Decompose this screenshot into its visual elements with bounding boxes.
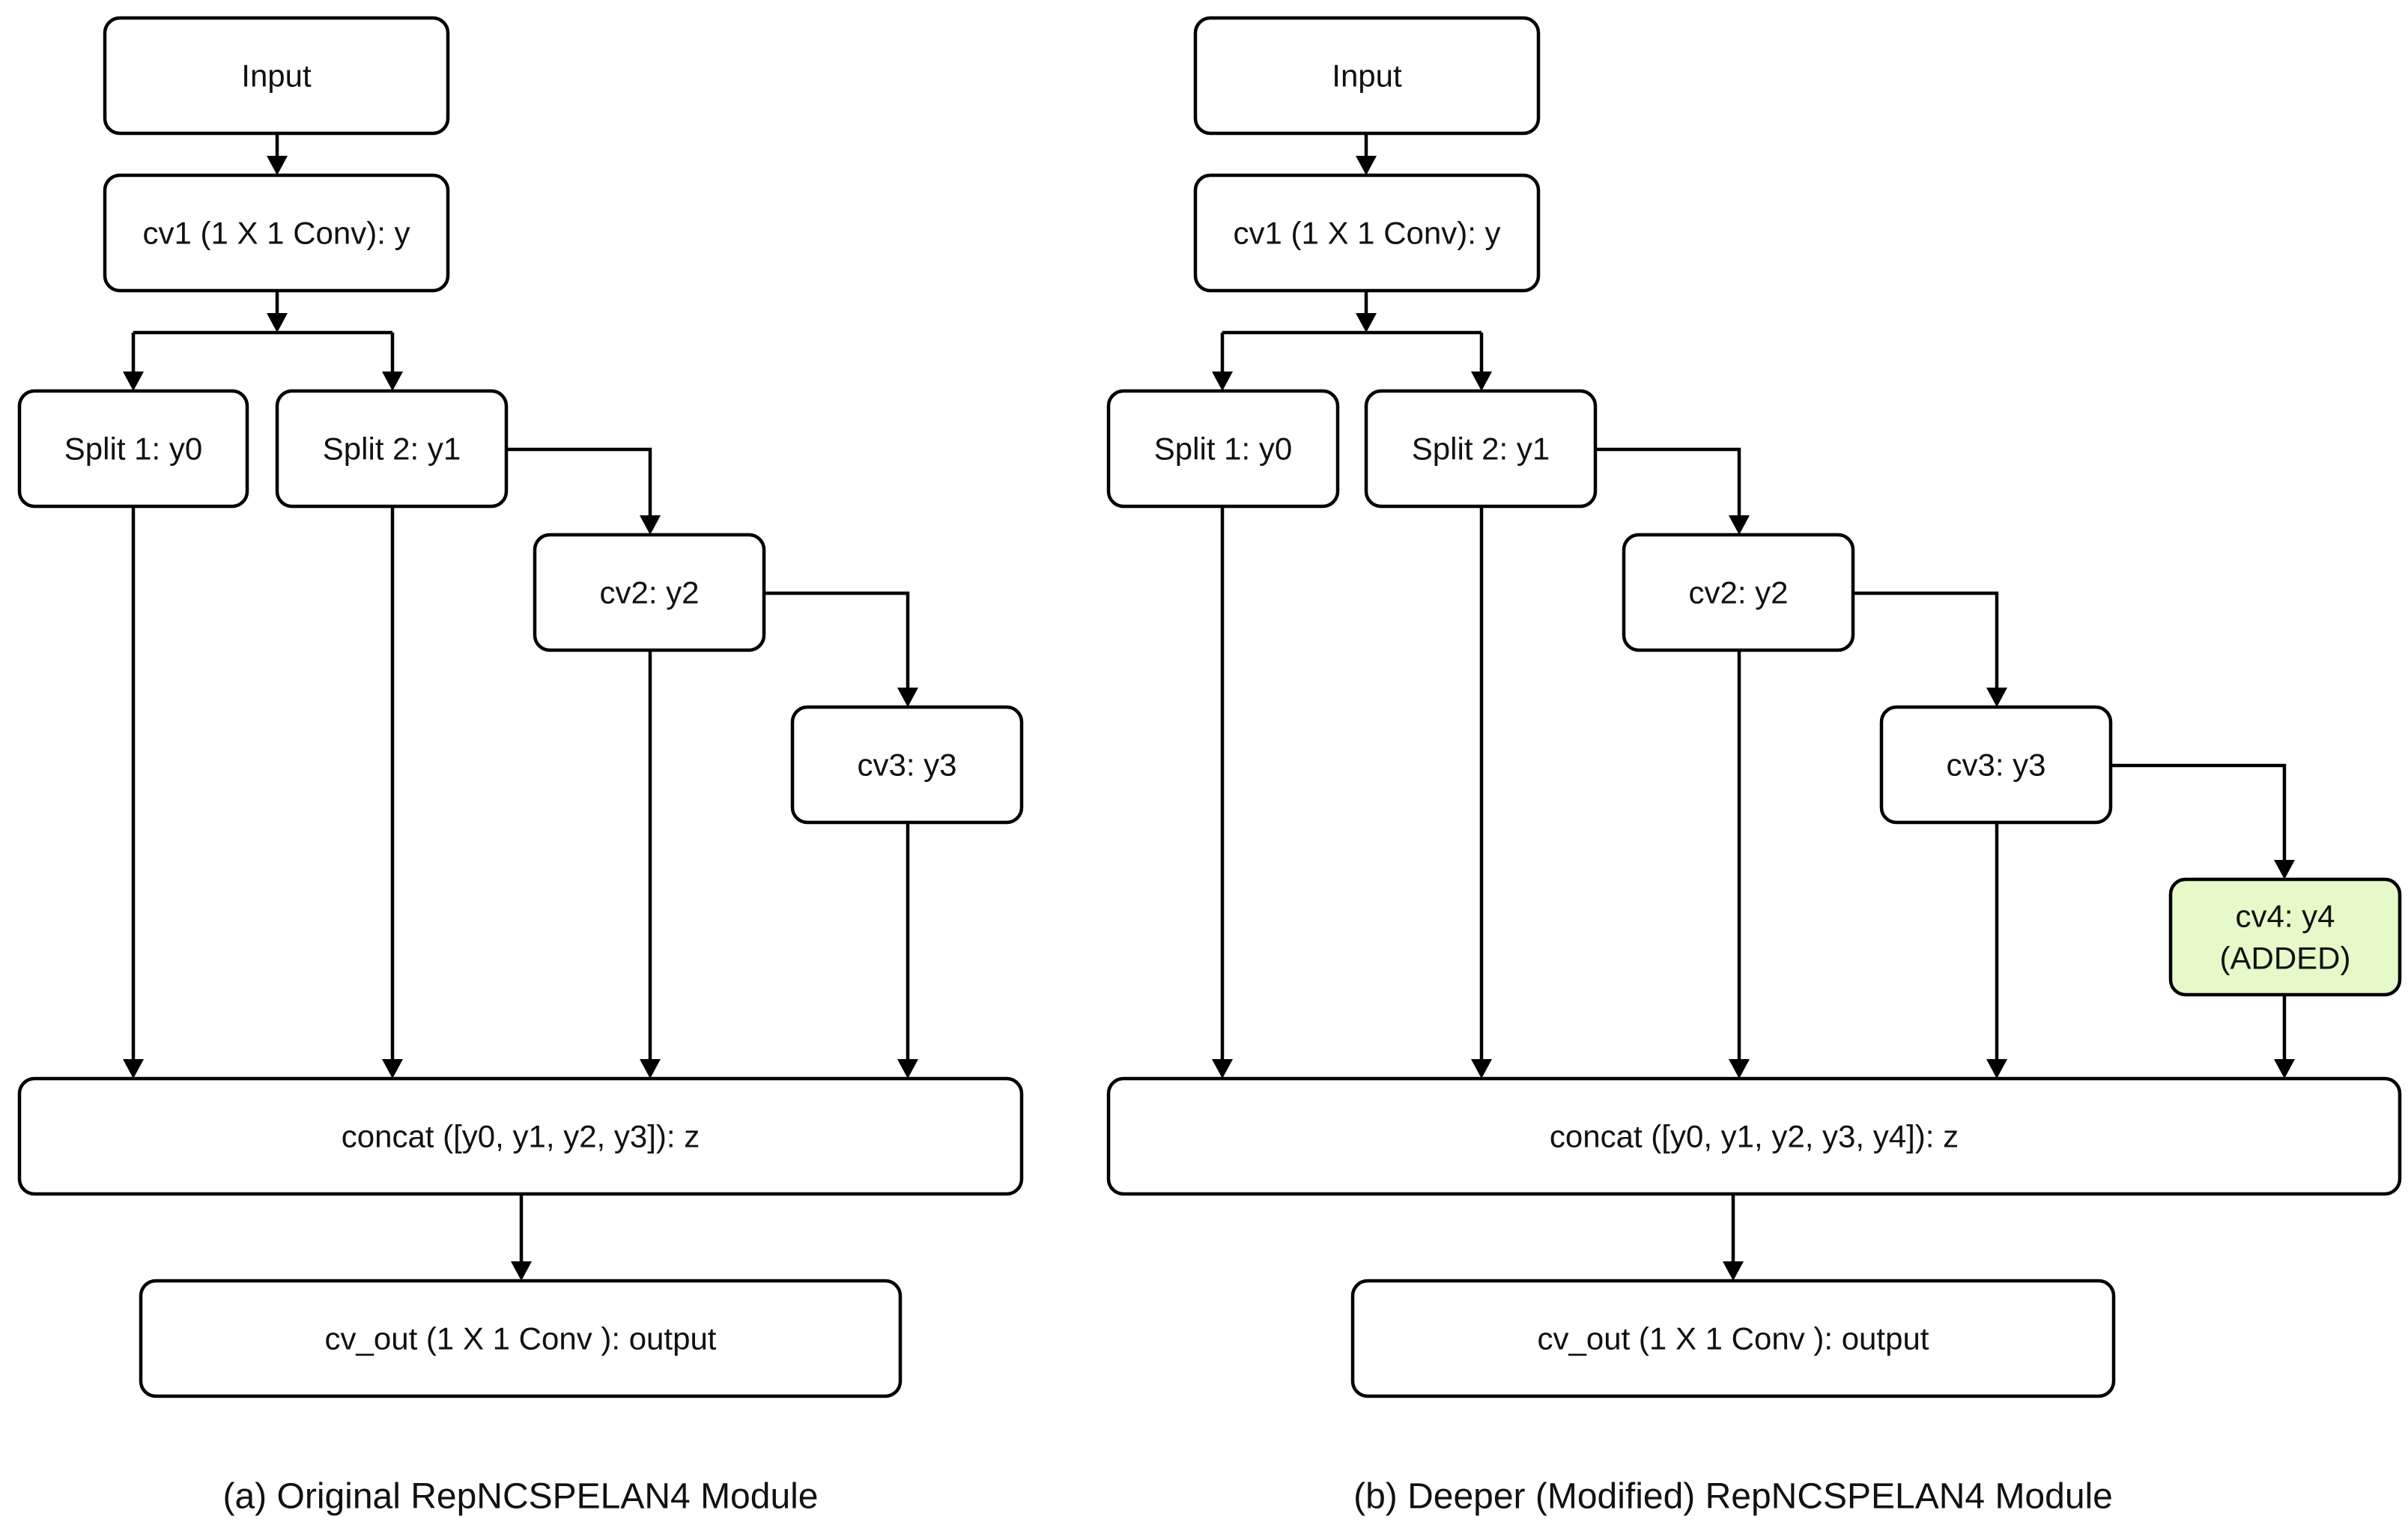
node-a-cv1: cv1 (1 X 1 Conv): y <box>103 173 450 293</box>
node-b-cv3-label: cv3: y3 <box>1946 748 2045 783</box>
arrowhead-a-split2 <box>382 372 403 391</box>
arrowhead-b-split2 <box>1471 372 1492 391</box>
diagram-a-edges <box>123 133 918 1281</box>
arrowhead-b-concat-4 <box>1986 1059 2007 1079</box>
node-b-cv4-added: cv4: y4 (ADDED) <box>2168 877 2402 997</box>
edge-b-cv3-cv4 <box>2111 763 2287 863</box>
arrowhead-a-cv3 <box>897 688 918 707</box>
node-a-split2-label: Split 2: y1 <box>323 431 461 467</box>
arrowhead-a-concat-1 <box>123 1059 144 1079</box>
node-a-cvout-label: cv_out (1 X 1 Conv ): output <box>325 1321 717 1356</box>
arrowhead-b-cv3 <box>1986 688 2007 707</box>
arrowhead-a-cvout <box>511 1261 532 1281</box>
arrowhead-b-cvout <box>1723 1261 1744 1281</box>
node-a-cv3: cv3: y3 <box>790 705 1024 825</box>
edge-a-split2-cv2 <box>506 447 652 518</box>
arrowhead-b-concat-2 <box>1471 1059 1492 1079</box>
arrowhead-b-concat-3 <box>1729 1059 1750 1079</box>
node-b-split1: Split 1: y0 <box>1106 389 1340 509</box>
node-b-cv4-label: cv4: y4 <box>2235 899 2335 934</box>
node-a-cv2-label: cv2: y2 <box>599 575 699 610</box>
node-b-cv2: cv2: y2 <box>1622 533 1855 652</box>
edge-a-cv2-cv3 <box>764 591 910 691</box>
node-b-split1-label: Split 1: y0 <box>1154 431 1292 467</box>
arrowhead-a-concat-3 <box>640 1059 661 1079</box>
node-a-split2: Split 2: y1 <box>275 389 509 509</box>
node-b-cv1-label: cv1 (1 X 1 Conv): y <box>1233 216 1500 251</box>
node-b-concat: concat ([y0, y1, y2, y3, y4]): z <box>1106 1076 2402 1196</box>
node-b-input-label: Input <box>1332 58 1402 94</box>
node-a-cv3-label: cv3: y3 <box>857 748 956 783</box>
node-a-concat: concat ([y0, y1, y2, y3]): z <box>17 1076 1024 1196</box>
arrowhead-b-cv1 <box>1356 156 1377 175</box>
node-b-cvout: cv_out (1 X 1 Conv ): output <box>1350 1279 2116 1398</box>
caption-a: (a) Original RepNCSPELAN4 Module <box>223 1477 819 1517</box>
node-a-cv1-label: cv1 (1 X 1 Conv): y <box>142 216 410 251</box>
arrowhead-a-concat-2 <box>382 1059 403 1079</box>
node-a-input-label: Input <box>241 58 312 94</box>
caption-b: (b) Deeper (Modified) RepNCSPELAN4 Modul… <box>1353 1477 2113 1517</box>
node-a-input: Input <box>103 16 450 136</box>
node-a-concat-label: concat ([y0, y1, y2, y3]): z <box>342 1119 700 1154</box>
arrowhead-a-cv1 <box>267 156 288 175</box>
arrowhead-b-cv2 <box>1729 515 1750 535</box>
node-b-cv1: cv1 (1 X 1 Conv): y <box>1193 173 1541 293</box>
node-b-concat-label: concat ([y0, y1, y2, y3, y4]): z <box>1550 1119 1959 1154</box>
node-a-cv2: cv2: y2 <box>533 533 766 652</box>
node-b-split2: Split 2: y1 <box>1364 389 1598 509</box>
arrowhead-b-cv4 <box>2274 860 2295 879</box>
arrowhead-b-branch <box>1356 313 1377 333</box>
node-a-cvout: cv_out (1 X 1 Conv ): output <box>139 1279 903 1398</box>
edge-b-cv2-cv3 <box>1853 591 1999 691</box>
arrowhead-b-concat-5 <box>2274 1059 2295 1079</box>
arrowhead-a-cv2 <box>640 515 661 535</box>
arrowhead-a-branch <box>267 313 288 333</box>
node-b-cvout-label: cv_out (1 X 1 Conv ): output <box>1538 1321 1929 1356</box>
node-b-input: Input <box>1193 16 1541 136</box>
node-b-cv2-label: cv2: y2 <box>1688 575 1788 610</box>
diagram-a: Input cv1 (1 X 1 Conv): y Split 1: y0 Sp… <box>17 16 1024 1517</box>
arrowhead-a-split1 <box>123 372 144 391</box>
edge-b-split2-cv2 <box>1595 447 1741 518</box>
diagram-b-edges <box>1212 133 2295 1281</box>
node-a-split1-label: Split 1: y0 <box>64 431 202 467</box>
arrowhead-a-concat-4 <box>897 1059 918 1079</box>
node-a-split1: Split 1: y0 <box>17 389 249 509</box>
diagram-b: Input cv1 (1 X 1 Conv): y Split 1: y0 Sp… <box>1106 16 2402 1517</box>
node-b-split2-label: Split 2: y1 <box>1412 431 1550 467</box>
arrowhead-b-split1 <box>1212 372 1233 391</box>
node-b-cv3: cv3: y3 <box>1879 705 2113 825</box>
arrowhead-b-concat-1 <box>1212 1059 1233 1079</box>
node-b-cv4-added-tag: (ADDED) <box>2220 941 2351 976</box>
